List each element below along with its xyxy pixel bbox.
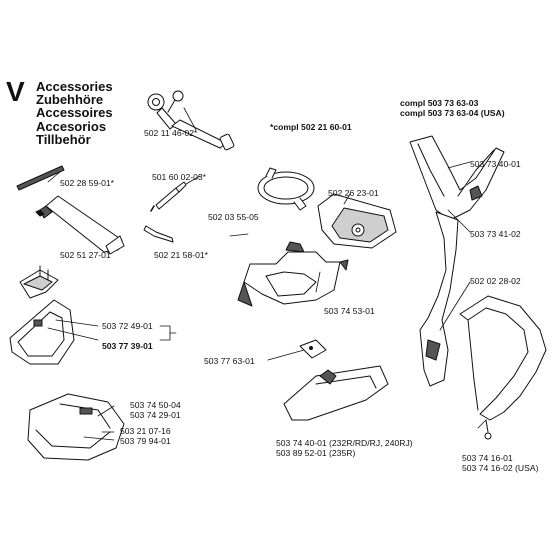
hex-key-icon xyxy=(143,225,174,243)
part-label: 503 73 41-02 xyxy=(470,229,521,239)
part-label: 503 74 29-01 xyxy=(130,410,181,420)
part-label: compl 503 73 63-04 (USA) xyxy=(400,108,505,118)
part-label: 503 73 40-01 xyxy=(470,159,521,169)
part-label: compl 503 73 63-03 xyxy=(400,98,479,108)
harness-icon xyxy=(409,135,505,387)
part-label: 502 51 27-01 xyxy=(60,250,111,260)
bolt-icon xyxy=(150,181,187,212)
part-label: 502 03 55-05 xyxy=(208,212,259,222)
part-label: 503 89 52-01 (235R) xyxy=(276,448,356,458)
part-label: 502 11 46-02* xyxy=(144,128,198,138)
part-label: 503 74 16-02 (USA) xyxy=(462,463,539,473)
part-label: 502 21 58-01* xyxy=(154,250,208,260)
part-label: 502 02 28-02 xyxy=(470,276,521,286)
title-spanish: Accesorios xyxy=(36,118,107,134)
section-letter: V xyxy=(6,76,25,107)
part-label: 503 72 49-01 xyxy=(102,321,153,331)
clamp-ring-icon xyxy=(257,167,315,211)
part-label: 503 74 40-01 (232R/RD/RJ, 240RJ) xyxy=(276,438,413,448)
title-block: Accessories Zubehhöre Accessoires Acceso… xyxy=(36,80,113,146)
title-english: Accessories xyxy=(36,79,113,94)
part-label: 502 26 23-01 xyxy=(328,188,379,198)
trimmer-guard-icon xyxy=(27,393,125,461)
part-label: *compl 502 21 60-01 xyxy=(270,122,352,132)
title-swedish: Tillbehör xyxy=(36,131,91,147)
long-guard-icon xyxy=(283,365,389,421)
part-label: 503 74 16-01 xyxy=(462,453,513,463)
part-label: 502 28 59-01* xyxy=(60,178,114,188)
grease-tube-icon xyxy=(35,195,125,255)
part-label: 503 77 63-01 xyxy=(204,356,255,366)
strap-icon xyxy=(459,295,547,440)
blade-guard-left-icon xyxy=(9,299,75,365)
part-label: 503 77 39-01 xyxy=(102,341,153,351)
title-german: Zubehhöre xyxy=(36,92,104,108)
spider-support-icon xyxy=(237,241,349,307)
part-label: 501 60 02-03* xyxy=(152,172,206,182)
part-label: 503 21 07-16 xyxy=(120,426,171,436)
part-label: 503 74 50-04 xyxy=(130,400,181,410)
bracket-icon xyxy=(19,265,59,299)
small-plate-icon xyxy=(299,339,327,359)
leader-line xyxy=(183,107,197,131)
part-label: 503 74 53-01 xyxy=(324,306,375,316)
combination-spanner-icon xyxy=(147,90,235,151)
guard-plate-icon xyxy=(317,193,397,249)
part-label: 503 79 94-01 xyxy=(120,436,171,446)
rod-icon xyxy=(16,165,65,191)
title-french: Accessoires xyxy=(36,105,113,121)
